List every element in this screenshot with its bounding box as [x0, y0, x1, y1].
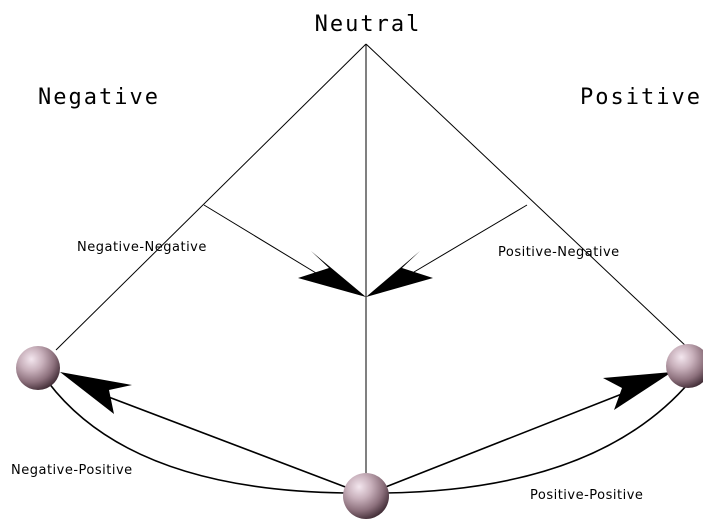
negative-positive-label: Negative-Positive [11, 463, 133, 478]
positive-positive-arc [384, 377, 694, 494]
positive-negative-connector [413, 204, 528, 273]
negative-negative-label: Negative-Negative [77, 240, 207, 255]
negative-positive-arrow-line [97, 392, 349, 489]
positive-label: Positive [580, 85, 702, 110]
negative-label: Negative [38, 85, 160, 110]
positive-positive-arrow-line [382, 389, 633, 489]
neutral-negative-line [55, 43, 367, 351]
neutral-positive-line [365, 43, 689, 349]
negative-negative-connector [203, 204, 317, 274]
neutral-sphere [343, 473, 389, 519]
positive-positive-label: Positive-Positive [530, 488, 643, 503]
negative-positive-arc [47, 381, 346, 494]
negative-sphere [16, 346, 60, 390]
positive-negative-label: Positive-Negative [498, 245, 620, 260]
negative-negative-arrowhead [298, 251, 366, 297]
positive-negative-arrowhead [366, 251, 433, 297]
neutral-label: Neutral [315, 12, 422, 37]
positive-positive-arrowhead [603, 372, 672, 410]
negative-positive-arrowhead [60, 372, 132, 414]
positive-sphere [666, 344, 703, 388]
